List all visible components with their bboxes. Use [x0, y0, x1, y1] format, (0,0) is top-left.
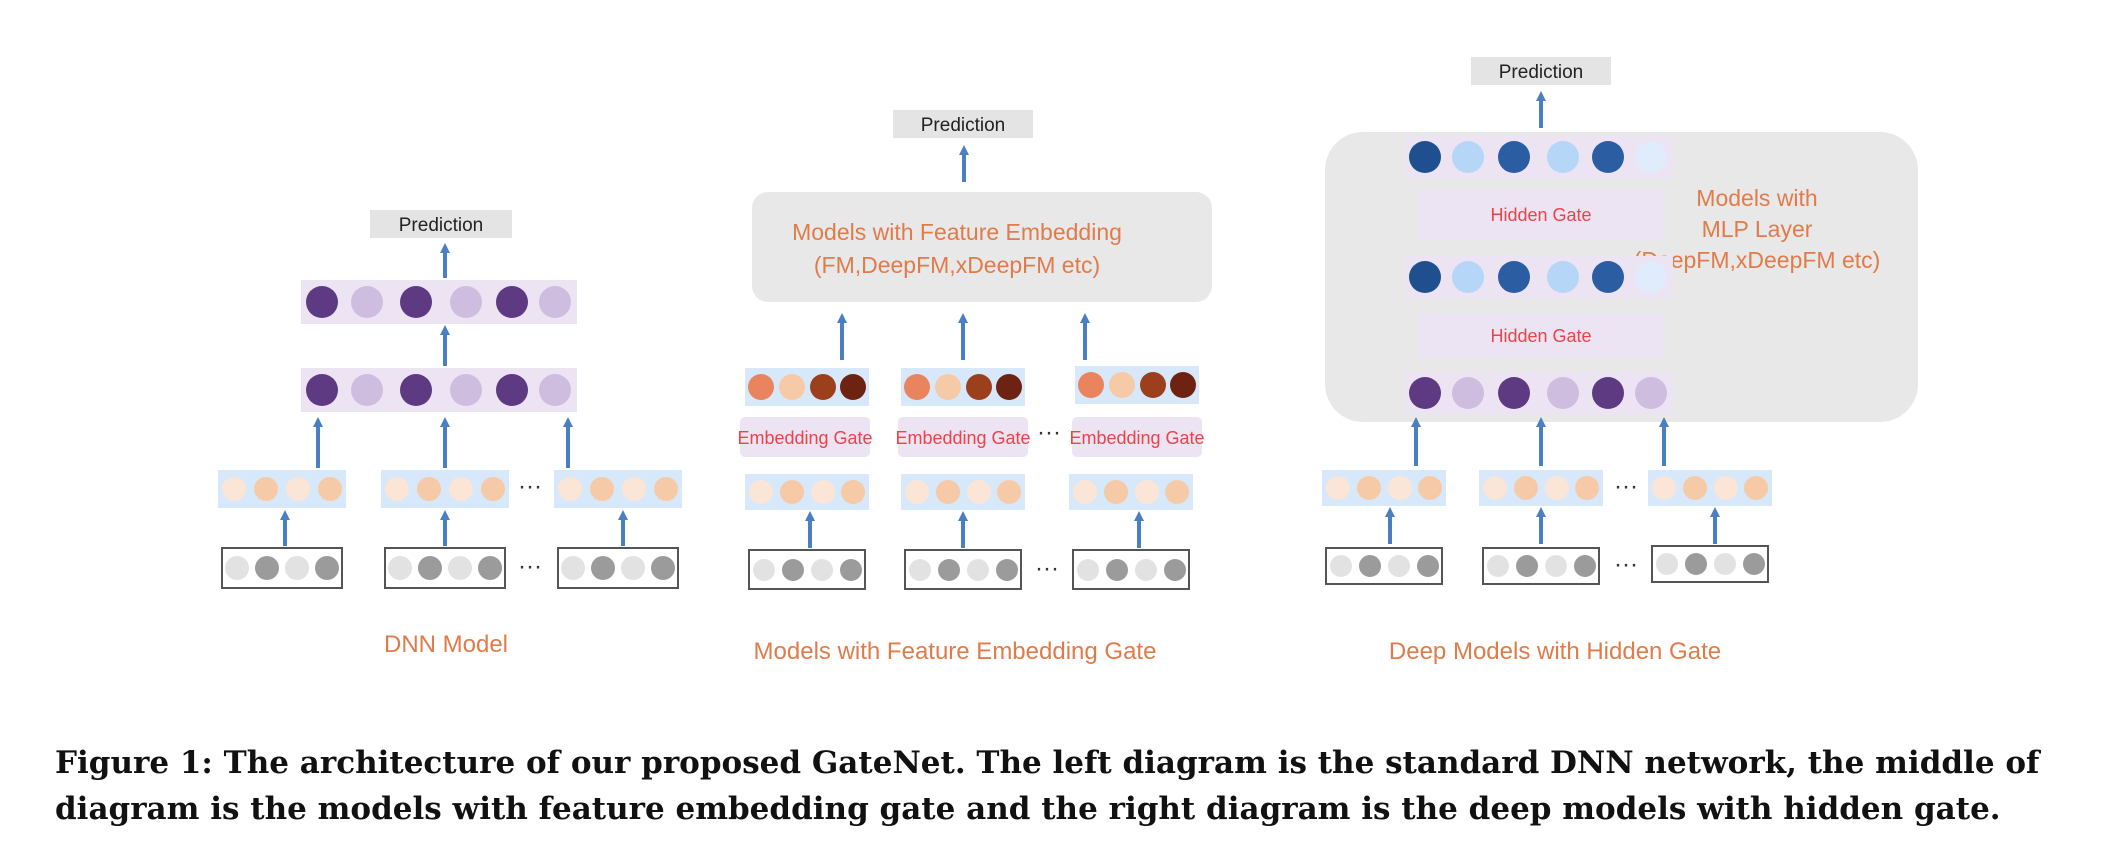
prediction-label: Prediction	[921, 115, 1006, 136]
embedding-vector-3	[554, 470, 682, 508]
hidden-layer-1	[301, 368, 577, 412]
input-field-group-2	[384, 547, 506, 589]
input-field-group-2	[1482, 547, 1600, 585]
hidden-layer-2	[1405, 256, 1673, 298]
ellipsis: ···	[1037, 419, 1061, 446]
embedding-vector-2	[901, 474, 1025, 510]
embedding-vector-3	[1069, 474, 1193, 510]
panel-dnn: ··· ···	[218, 210, 682, 658]
panel-embedding-gate: ··· Embedding Gate Embedding Gate	[737, 110, 1212, 665]
input-field-group-1	[748, 549, 866, 590]
hidden-layer-3	[1405, 136, 1673, 178]
hidden-layer-2	[301, 280, 577, 324]
gated-embedding-vector-2	[901, 368, 1025, 406]
embedding-gate-1: Embedding Gate	[737, 417, 873, 457]
embedding-gate-label: Embedding Gate	[737, 428, 872, 448]
hidden-gate-1: Hidden Gate	[1418, 314, 1665, 358]
input-field-group-3	[557, 547, 679, 589]
ellipsis: ···	[1614, 473, 1638, 500]
gated-embedding-vector-1	[745, 368, 869, 406]
mlp-box-line-1: Models with	[1696, 185, 1817, 211]
prediction-label: Prediction	[1499, 62, 1584, 83]
panel-title-dnn: DNN Model	[384, 631, 508, 658]
embedding-gate-3: Embedding Gate	[1069, 417, 1205, 457]
gated-embedding-vector-3	[1075, 366, 1199, 404]
ellipsis: ···	[1035, 555, 1059, 582]
embedding-gate-label: Embedding Gate	[1069, 428, 1204, 448]
input-field-group-3	[1651, 545, 1769, 583]
ellipsis: ···	[1614, 551, 1638, 578]
prediction-box: Prediction	[370, 210, 512, 238]
input-field-group-3	[1072, 549, 1190, 590]
hidden-gate-2: Hidden Gate	[1418, 190, 1665, 240]
feature-embedding-model-box: Models with Feature Embedding (FM,DeepFM…	[752, 192, 1212, 302]
model-box-line-1: Models with Feature Embedding	[792, 219, 1122, 245]
embedding-gate-2: Embedding Gate	[895, 417, 1031, 457]
hidden-gate-label: Hidden Gate	[1490, 326, 1591, 346]
hidden-layer-1	[1405, 372, 1673, 414]
prediction-label: Prediction	[399, 215, 484, 236]
input-field-group-1	[1325, 547, 1443, 585]
embedding-vector-3	[1648, 470, 1772, 506]
ellipsis: ···	[518, 553, 542, 580]
architecture-figure: ··· ···	[218, 57, 1918, 665]
input-field-group-1	[221, 547, 343, 589]
figure-caption: Figure 1: The architecture of our propos…	[55, 745, 2040, 827]
embedding-vector-2	[1479, 470, 1603, 506]
panel-hidden-gate: Models with MLP Layer (DeepFM,xDeepFM et…	[1322, 57, 1918, 665]
embedding-vector-1	[218, 470, 346, 508]
prediction-box: Prediction	[1471, 57, 1611, 85]
prediction-box: Prediction	[893, 110, 1033, 138]
mlp-box-line-3: (DeepFM,xDeepFM etc)	[1634, 247, 1881, 273]
panel-title-hidden-gate: Deep Models with Hidden Gate	[1389, 638, 1721, 665]
ellipsis: ···	[518, 473, 542, 500]
panel-title-embedding-gate: Models with Feature Embedding Gate	[754, 638, 1157, 665]
embedding-gate-label: Embedding Gate	[895, 428, 1030, 448]
mlp-box-line-2: MLP Layer	[1702, 216, 1813, 242]
input-field-group-2	[904, 549, 1022, 590]
hidden-gate-label: Hidden Gate	[1490, 205, 1591, 225]
embedding-vector-1	[1322, 470, 1446, 506]
embedding-vector-2	[381, 470, 509, 508]
model-box-line-2: (FM,DeepFM,xDeepFM etc)	[814, 252, 1100, 278]
embedding-vector-1	[745, 474, 869, 510]
